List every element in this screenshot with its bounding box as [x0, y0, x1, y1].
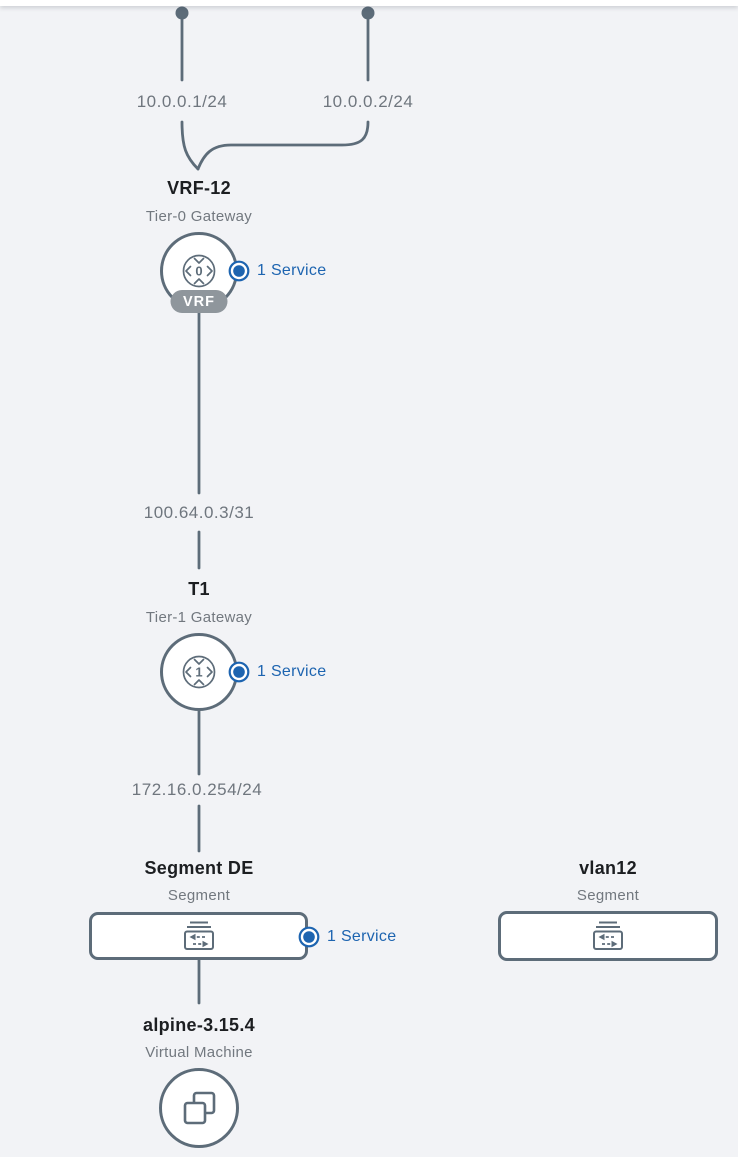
service-dot-icon	[228, 260, 250, 282]
tier0-gateway-icon: 0	[182, 254, 216, 288]
service-count-label: 1 Service	[257, 663, 327, 680]
segment-icon	[183, 921, 214, 950]
uplink-merge-left	[180, 120, 200, 171]
service-link-vrf12[interactable]: 1 Service	[228, 259, 326, 283]
uplink-port-dot[interactable]	[361, 6, 375, 20]
link-ip-label-t1-segment: 172.16.0.254/24	[131, 780, 263, 799]
vrf-badge: VRF	[170, 290, 228, 313]
node-title-vlan12: vlan12	[579, 858, 637, 878]
svg-text:1: 1	[195, 665, 202, 680]
node-t1-tier1-gateway[interactable]: 1	[160, 633, 238, 711]
service-count-label: 1 Service	[327, 928, 397, 945]
svg-text:0: 0	[195, 264, 202, 279]
service-link-t1[interactable]: 1 Service	[228, 660, 326, 684]
node-type-alpine: Virtual Machine	[145, 1044, 253, 1061]
top-edge-shadow	[0, 0, 738, 6]
node-type-segment-de: Segment	[167, 887, 231, 904]
uplink-ip-label: 10.0.0.2/24	[322, 92, 414, 111]
node-type-t1: Tier-1 Gateway	[145, 609, 253, 626]
uplink-ip-label: 10.0.0.1/24	[136, 92, 228, 111]
node-title-segment-de: Segment DE	[144, 858, 254, 878]
tier1-gateway-icon: 1	[182, 655, 216, 689]
link-ip-label-t0-t1: 100.64.0.3/31	[143, 503, 255, 522]
node-vlan12-segment[interactable]	[498, 911, 718, 961]
service-dot-icon	[228, 661, 250, 683]
node-type-vlan12: Segment	[576, 887, 640, 904]
service-count-label: 1 Service	[257, 262, 327, 279]
node-title-vrf12: VRF-12	[167, 178, 231, 198]
node-type-vrf12: Tier-0 Gateway	[145, 208, 253, 225]
service-dot-icon	[298, 926, 320, 948]
uplink-port-dot[interactable]	[175, 6, 189, 20]
service-link-segment-de[interactable]: 1 Service	[298, 925, 396, 949]
node-segment-de[interactable]	[89, 912, 308, 960]
virtual-machine-icon	[183, 1091, 216, 1125]
node-title-alpine: alpine-3.15.4	[143, 1015, 255, 1035]
segment-icon	[593, 921, 623, 950]
node-alpine-virtual-machine[interactable]	[159, 1068, 239, 1148]
node-title-t1: T1	[188, 579, 210, 599]
uplink-merge-right	[196, 120, 370, 171]
